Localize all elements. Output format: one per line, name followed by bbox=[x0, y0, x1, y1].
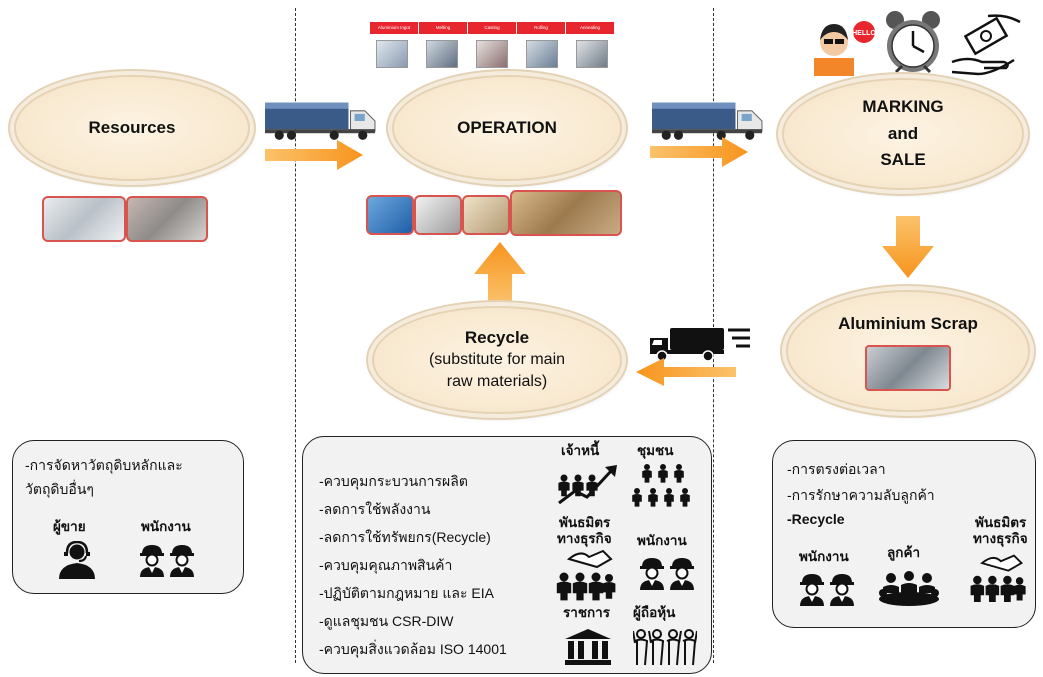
stakeholder-label-employee: พนักงาน bbox=[141, 519, 191, 534]
operation-products bbox=[366, 190, 622, 236]
resources-line-2: วัตถุดิบอื่นๆ bbox=[25, 481, 94, 497]
scrap-image bbox=[865, 345, 951, 392]
employee-icon bbox=[139, 544, 195, 577]
seller-headset-icon bbox=[59, 541, 95, 579]
divider-left bbox=[295, 8, 296, 663]
operation-node: OPERATION bbox=[392, 75, 622, 181]
operation-bullet-7: -ควบคุมสิ่งแวดล้อม ISO 14001 bbox=[319, 641, 507, 657]
marking-bullet-1: -การตรงต่อเวลา bbox=[787, 461, 886, 477]
stakeholder-label-creditor: เจ้าหนี้ bbox=[561, 443, 600, 458]
recycle-title: Recycle bbox=[464, 327, 530, 347]
resources-label: Resources bbox=[88, 117, 176, 137]
handshake-partners-icon bbox=[970, 554, 1026, 602]
resources-panel: -การจัดหาวัตถุดิบหลักและ วัตถุดิบอื่นๆ ผ… bbox=[12, 440, 244, 594]
marking-bullet-2: -การรักษาความลับลูกค้า bbox=[787, 487, 935, 503]
truck-icon bbox=[652, 100, 764, 142]
process-image-casting bbox=[476, 40, 508, 68]
shareholders-icon bbox=[633, 629, 697, 666]
marking-sale-node: MARKING and SALE bbox=[782, 78, 1024, 190]
stakeholder-label-seller: ผู้ขาย bbox=[53, 519, 86, 534]
process-image-ingot bbox=[376, 40, 408, 68]
process-step-label: Rolling bbox=[516, 22, 565, 34]
stakeholder-label-government: ราชการ bbox=[563, 605, 610, 620]
marking-label: MARKING bbox=[862, 97, 944, 117]
employee-icon bbox=[638, 556, 696, 591]
resources-node: Resources bbox=[14, 75, 250, 181]
handshake-partners-icon bbox=[556, 549, 616, 601]
recycle-subtitle-1: (substitute for main bbox=[428, 350, 566, 368]
customer-meeting-icon bbox=[879, 571, 939, 606]
stakeholder-label-partner-2: ทางธุรกิจ bbox=[973, 531, 1028, 546]
stakeholder-label-community: ชุมชน bbox=[637, 443, 674, 458]
raw-material-image bbox=[126, 196, 208, 242]
sale-label: SALE bbox=[880, 150, 926, 170]
marking-bullet-3: -Recycle bbox=[787, 511, 845, 527]
resources-line-1: -การจัดหาวัตถุดิบหลักและ bbox=[25, 457, 183, 473]
speed-truck-icon bbox=[650, 328, 750, 362]
hello-person-icon: HELLO bbox=[814, 21, 876, 76]
employee-icon bbox=[798, 572, 856, 607]
stakeholder-label-customer: ลูกค้า bbox=[887, 545, 921, 560]
product-coil-image bbox=[366, 195, 414, 235]
and-label: and bbox=[887, 123, 919, 143]
alarm-clock-icon bbox=[886, 11, 940, 74]
operation-panel: -ควบคุมกระบวนการผลิต -ลดการใช้พลังงาน -ล… bbox=[302, 436, 712, 674]
operation-bullet-4: -ควบคุมคุณภาพสินค้า bbox=[319, 557, 453, 573]
process-step-label: Annealing bbox=[565, 22, 614, 34]
arrow-right-icon bbox=[265, 140, 363, 170]
product-pallet-image bbox=[510, 190, 622, 236]
process-step-label: Aluminium Ingot bbox=[377, 25, 411, 30]
process-image-melting bbox=[426, 40, 458, 68]
product-roll-image bbox=[462, 195, 510, 235]
stakeholder-label-shareholder: ผู้ถือหุ้น bbox=[633, 605, 676, 620]
arrow-left-icon bbox=[636, 358, 736, 386]
bank-icon bbox=[565, 629, 611, 665]
arrow-up-icon bbox=[474, 242, 526, 304]
arrow-right-icon bbox=[650, 137, 748, 167]
arrow-down-icon bbox=[882, 216, 934, 278]
stakeholder-label-partner-1: พันธมิตร bbox=[975, 515, 1027, 530]
operation-label: OPERATION bbox=[457, 117, 557, 137]
creditor-growth-icon bbox=[558, 465, 617, 505]
aluminium-scrap-node: Aluminium Scrap bbox=[786, 290, 1030, 412]
stakeholder-label-employee: พนักงาน bbox=[799, 549, 849, 564]
operation-bullet-6: -ดูแลชุมชน CSR-DIW bbox=[319, 613, 454, 629]
scrap-label: Aluminium Scrap bbox=[838, 313, 978, 333]
operation-bullet-2: -ลดการใช้พลังงาน bbox=[319, 501, 431, 517]
svg-text:HELLO: HELLO bbox=[852, 30, 876, 37]
process-step-label: Casting bbox=[467, 22, 516, 34]
operation-bullet-1: -ควบคุมกระบวนการผลิต bbox=[319, 473, 468, 489]
stakeholder-label-partner-2: ทางธุรกิจ bbox=[557, 531, 612, 546]
stakeholder-label-partner-1: พันธมิตร bbox=[559, 515, 611, 530]
product-foil-image bbox=[414, 195, 462, 235]
truck-icon bbox=[265, 100, 377, 142]
recycle-node: Recycle (substitute for main raw materia… bbox=[372, 306, 622, 414]
community-icon bbox=[632, 464, 690, 507]
process-image-annealing bbox=[576, 40, 608, 68]
operation-bullet-3: -ลดการใช้ทรัพยกร(Recycle) bbox=[319, 529, 491, 545]
money-hand-icon bbox=[951, 14, 1021, 76]
recycle-subtitle-2: raw materials) bbox=[446, 373, 548, 391]
stakeholder-label-employee: พนักงาน bbox=[637, 533, 687, 548]
process-image-rolling bbox=[526, 40, 558, 68]
marking-panel: -การตรงต่อเวลา -การรักษาความลับลูกค้า -R… bbox=[772, 440, 1036, 628]
process-step-label: Melting bbox=[418, 22, 467, 34]
aluminium-ingot-image bbox=[42, 196, 126, 242]
operation-bullet-5: -ปฏิบัติตามกฎหมาย และ EIA bbox=[319, 585, 494, 601]
